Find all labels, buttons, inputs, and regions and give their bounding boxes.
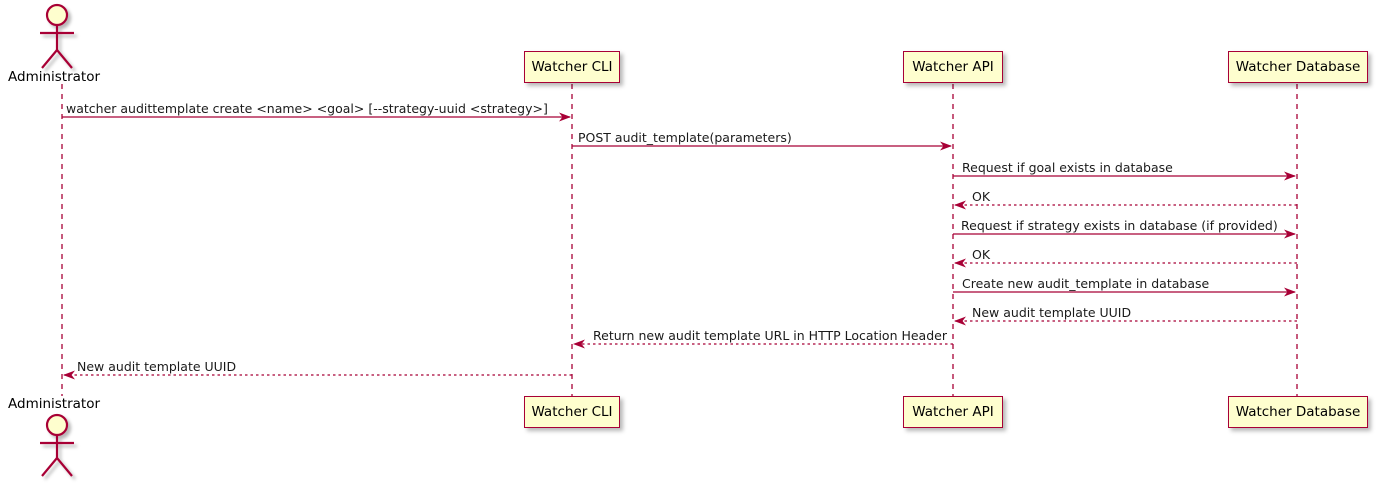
message-label-1: watcher audittemplate create <name> <goa… bbox=[66, 101, 548, 116]
participant-box-watcher-cli-top[interactable]: Watcher CLI bbox=[524, 51, 620, 83]
message-label-3: Request if goal exists in database bbox=[962, 160, 1173, 175]
message-label-2: POST audit_template(parameters) bbox=[578, 130, 792, 145]
message-label-9: Return new audit template URL in HTTP Lo… bbox=[593, 328, 947, 343]
message-label-7: Create new audit_template in database bbox=[962, 276, 1210, 291]
message-label-5: Request if strategy exists in database (… bbox=[961, 218, 1278, 233]
actor-label-administrator-bottom: Administrator bbox=[8, 396, 101, 412]
participant-label: Watcher API bbox=[912, 404, 994, 420]
message-arrows bbox=[62, 112, 1297, 380]
participant-box-watcher-api-top[interactable]: Watcher API bbox=[903, 51, 1003, 83]
participant-label: Watcher CLI bbox=[531, 59, 613, 75]
message-label-6: OK bbox=[972, 247, 991, 262]
participant-label: Watcher Database bbox=[1235, 59, 1361, 75]
message-label-10: New audit template UUID bbox=[77, 359, 237, 374]
actor-figure-top bbox=[40, 3, 74, 69]
participant-box-watcher-database-bottom[interactable]: Watcher Database bbox=[1228, 396, 1368, 428]
participant-box-watcher-api-bottom[interactable]: Watcher API bbox=[903, 396, 1003, 428]
participant-label: Watcher API bbox=[912, 59, 994, 75]
actor-figure-bottom bbox=[40, 413, 74, 477]
participant-label: Watcher CLI bbox=[531, 404, 613, 420]
message-label-8: New audit template UUID bbox=[972, 305, 1132, 320]
participant-label: Watcher Database bbox=[1235, 404, 1361, 420]
participant-box-watcher-cli-bottom[interactable]: Watcher CLI bbox=[524, 396, 620, 428]
participant-box-watcher-database-top[interactable]: Watcher Database bbox=[1228, 51, 1368, 83]
message-label-4: OK bbox=[972, 189, 991, 204]
actor-label-administrator-top: Administrator bbox=[8, 69, 101, 85]
